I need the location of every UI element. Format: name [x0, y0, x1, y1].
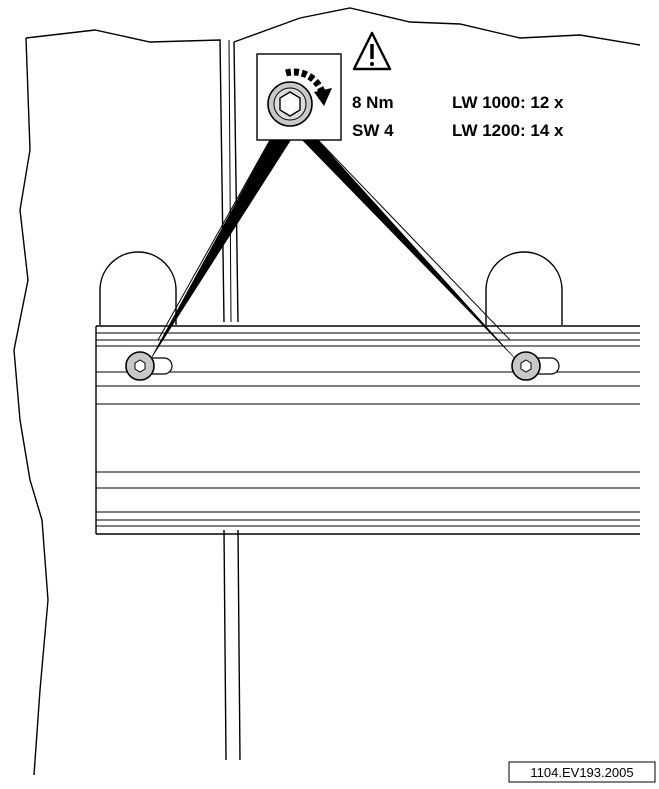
quantity-line-2: LW 1200: 14 x — [452, 121, 564, 140]
leader-line-left — [146, 140, 291, 367]
quantity-line-1: LW 1000: 12 x — [452, 93, 564, 112]
mounting-lug-left — [99, 251, 177, 325]
mounting-lug-right — [485, 251, 563, 325]
left-panel-outline — [13, 29, 227, 776]
right-panel-outline — [233, 7, 641, 761]
hex-socket-screw-clockwise-icon — [267, 68, 332, 127]
warning-triangle-icon — [352, 31, 392, 71]
figure-code: 1104.EV193.2005 — [530, 765, 633, 780]
hex-socket-screw-icon — [511, 351, 560, 381]
leader-line-right — [302, 140, 523, 367]
hex-socket-screw-icon — [125, 351, 173, 381]
panel-seam — [228, 39, 232, 323]
torque-label: 8 Nm — [352, 93, 394, 112]
wrench-size-label: SW 4 — [352, 121, 394, 140]
rail-profile — [95, 325, 640, 535]
figure-code-box — [508, 761, 656, 783]
